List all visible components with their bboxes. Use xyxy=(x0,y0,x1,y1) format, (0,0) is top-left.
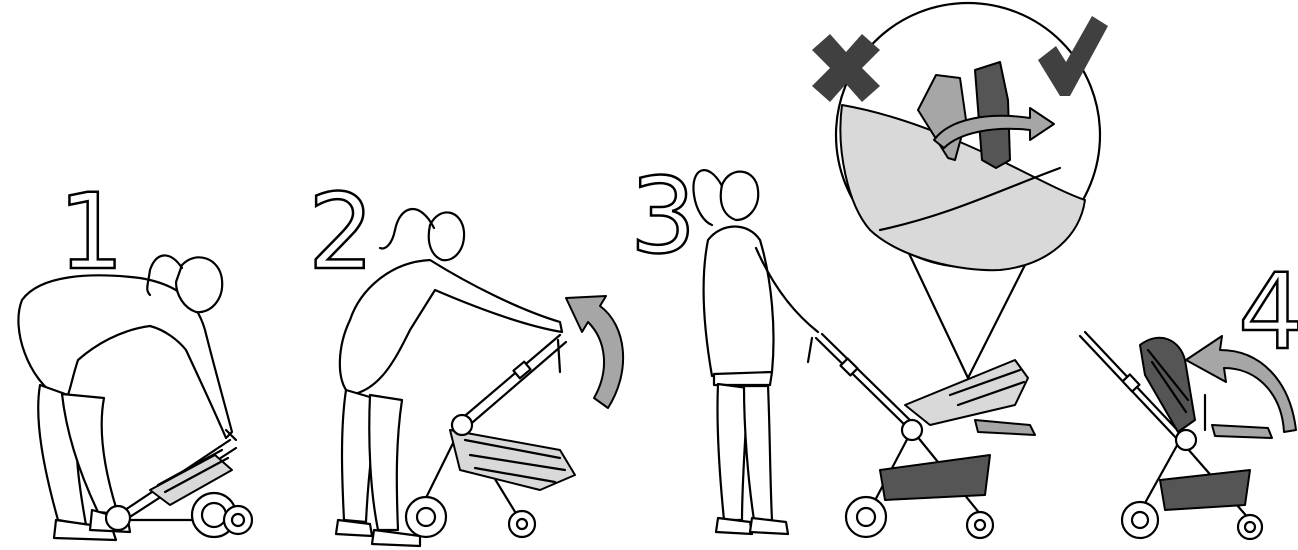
rear-wheel-step-3 xyxy=(846,497,886,537)
basket-step-4 xyxy=(1160,470,1250,510)
step-number-3: 3 xyxy=(630,155,696,277)
step-number-2: 2 xyxy=(308,171,374,293)
step-1: 1 xyxy=(18,171,252,540)
rear-wheel-step-4 xyxy=(1122,502,1158,538)
front-wheel-step-3 xyxy=(967,512,993,538)
stroller-folded-step-1 xyxy=(106,440,252,537)
lift-arrow-icon xyxy=(566,296,623,408)
step-3: 3 xyxy=(630,3,1108,538)
front-wheel-step-2 xyxy=(509,511,535,537)
stroller-unfolded-step-3 xyxy=(808,334,1035,538)
step-4: 4 xyxy=(1080,251,1298,539)
front-wheel-step-1 xyxy=(106,506,130,530)
front-wheel-step-4 xyxy=(1238,515,1262,539)
step-2: 2 xyxy=(308,171,623,546)
stroller-unfolding-step-2 xyxy=(406,335,575,537)
rear-wheel-step-2 xyxy=(406,497,446,537)
person-step-3 xyxy=(693,170,818,534)
